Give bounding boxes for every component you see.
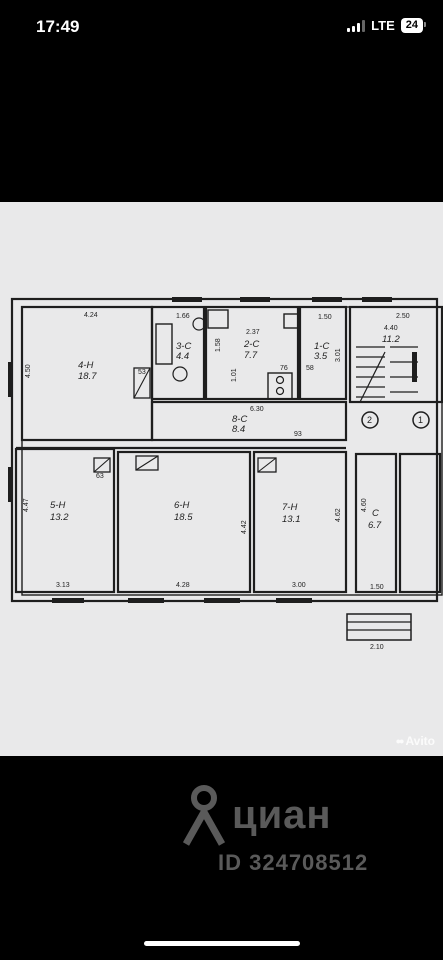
- floor-plan-drawing: 4-Н 18.7 3-С 4.4 2-С 7.7 1-С 3.5 8-С 8.4…: [8, 297, 443, 651]
- room-label: 8-С: [232, 414, 247, 425]
- battery-icon: 24: [400, 18, 427, 33]
- dimension-label: 6.30: [250, 406, 264, 413]
- room-area: 13.1: [282, 514, 301, 525]
- room-area: 7.7: [244, 350, 258, 361]
- dimension-label: 4.60: [361, 498, 368, 512]
- room-label: 5-Н: [50, 500, 65, 511]
- dimension-label: 4.42: [241, 520, 248, 534]
- dimension-label: 3.01: [335, 348, 342, 362]
- avito-text: Avito: [405, 734, 435, 748]
- network-type: LTE: [371, 18, 395, 33]
- room-label: С: [372, 508, 379, 519]
- cellular-signal-icon: [347, 19, 366, 32]
- room-label: 7-Н: [282, 502, 297, 513]
- cian-pin-icon: [182, 785, 226, 846]
- dimension-label: 76: [280, 365, 288, 372]
- floor-plan-photo[interactable]: 4-Н 18.7 3-С 4.4 2-С 7.7 1-С 3.5 8-С 8.4…: [0, 202, 443, 756]
- dimension-label: 4.28: [176, 582, 190, 589]
- room-area: 18.5: [174, 512, 193, 523]
- cian-watermark: циан: [182, 780, 382, 850]
- dimension-label: 1.66: [176, 313, 190, 320]
- dimension-label: 4.40: [384, 325, 398, 332]
- dimension-label: 1.50: [370, 584, 384, 591]
- room-area: 8.4: [232, 424, 245, 435]
- cian-wordmark: циан: [232, 792, 332, 837]
- room-label: 2-С: [243, 339, 259, 350]
- listing-id-watermark: ID 324708512: [218, 850, 369, 875]
- dimension-label: 2.10: [370, 644, 384, 651]
- dimension-label: 1.01: [231, 368, 238, 382]
- home-indicator[interactable]: [144, 941, 300, 946]
- marker-label: 2: [367, 415, 372, 425]
- dimension-label: 63: [96, 473, 104, 480]
- status-indicators: LTE 24: [347, 18, 427, 33]
- status-time: 17:49: [36, 17, 80, 36]
- marker-label: 1: [418, 415, 423, 425]
- dimension-label: 53: [138, 369, 146, 376]
- dimension-labels: 4.24 4.50 1.66 2.37 1.50 2.50 4.40 4.47 …: [23, 312, 410, 651]
- room-label: 3-С: [176, 341, 191, 352]
- dimension-label: 4.62: [335, 508, 342, 522]
- dimension-label: 3.00: [292, 582, 306, 589]
- dimension-label: 3.13: [56, 582, 70, 589]
- avito-dots-icon: ●●: [395, 736, 405, 746]
- dimension-label: 2.50: [396, 313, 410, 320]
- room-area: 4.4: [176, 351, 189, 362]
- dimension-label: 1.58: [215, 338, 222, 352]
- room-area: 3.5: [314, 351, 328, 362]
- room-label: 6-Н: [174, 500, 189, 511]
- room-labels: 4-Н 18.7 3-С 4.4 2-С 7.7 1-С 3.5 8-С 8.4…: [50, 334, 401, 531]
- dimension-label: 93: [294, 431, 302, 438]
- room-area: 13.2: [50, 512, 69, 523]
- dimension-label: 4.50: [25, 364, 32, 378]
- dimension-label: 2.37: [246, 329, 260, 336]
- stair-markers: 2 1: [367, 415, 423, 425]
- dimension-label: 58: [306, 365, 314, 372]
- dimension-label: 4.24: [84, 312, 98, 319]
- dimension-label: 1.50: [318, 314, 332, 321]
- room-area: 11.2: [382, 334, 401, 345]
- room-label: 4-Н: [78, 360, 93, 371]
- room-area: 18.7: [78, 371, 97, 382]
- room-area: 6.7: [368, 520, 382, 531]
- dimension-label: 4.47: [23, 498, 30, 512]
- room-label: 1-С: [314, 341, 329, 352]
- avito-watermark: ●● Avito: [396, 734, 435, 748]
- status-bar: 17:49 LTE 24: [0, 0, 443, 56]
